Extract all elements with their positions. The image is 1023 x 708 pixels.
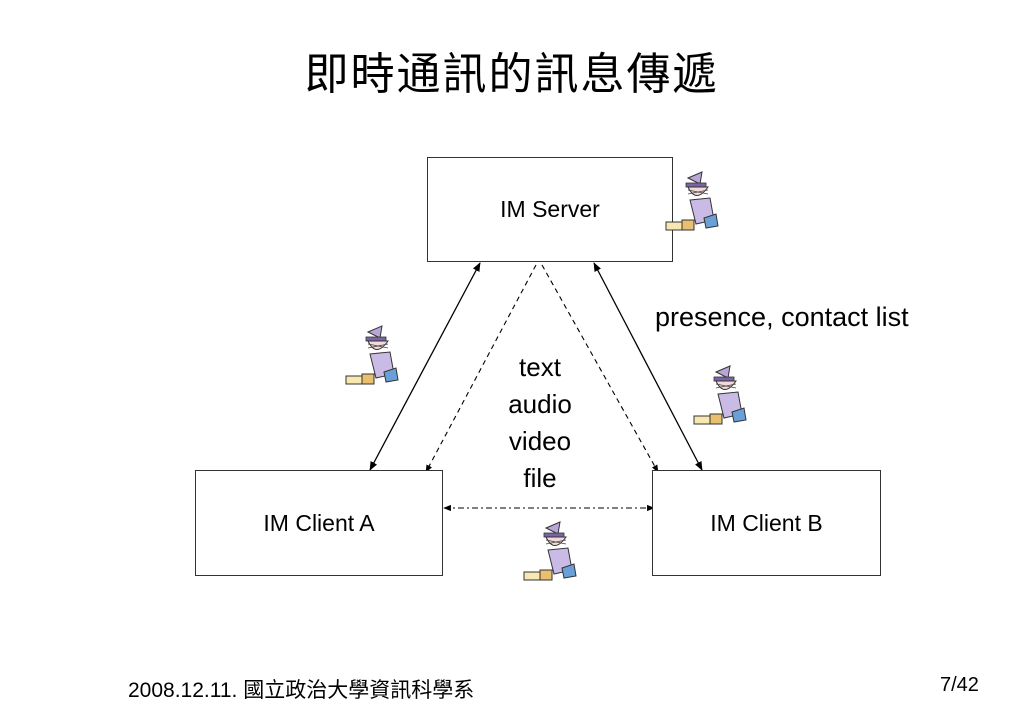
im-server-box: IM Server — [427, 157, 673, 262]
server-client-a-dashed-arrow — [425, 264, 537, 473]
im-server-label: IM Server — [500, 196, 600, 222]
im-client-b-box: IM Client B — [652, 470, 881, 576]
media-type-video: video — [508, 426, 572, 456]
spy-eavesdropper-icon — [665, 171, 719, 231]
im-client-a-box: IM Client A — [195, 470, 443, 576]
server-client-a-arrow — [369, 262, 481, 471]
footer-date: 2008.12.11. — [128, 679, 238, 702]
media-type-text: text — [519, 352, 561, 382]
server-client-b-arrow — [593, 262, 703, 471]
spy-eavesdropper-icon — [693, 365, 747, 425]
im-client-b-label: IM Client B — [710, 509, 823, 536]
footer-org: 國立政治大學資訊科學系 — [243, 678, 475, 702]
server-client-b-dashed-arrow — [541, 264, 659, 473]
footer-date-org: 2008.12.11. 國立政治大學資訊科學系 — [128, 674, 474, 704]
presence-contact-list-label: presence, contact list — [655, 302, 909, 332]
media-type-file: file — [523, 463, 557, 493]
im-client-a-label: IM Client A — [263, 509, 375, 536]
spy-eavesdropper-icon — [523, 521, 577, 581]
page-number: 7/42 — [940, 674, 979, 696]
spy-eavesdropper-icon — [345, 325, 399, 385]
media-type-audio: audio — [508, 389, 572, 419]
slide-title: 即時通訊的訊息傳遞 — [304, 49, 719, 100]
media-types-list: text audio video file — [490, 349, 590, 497]
